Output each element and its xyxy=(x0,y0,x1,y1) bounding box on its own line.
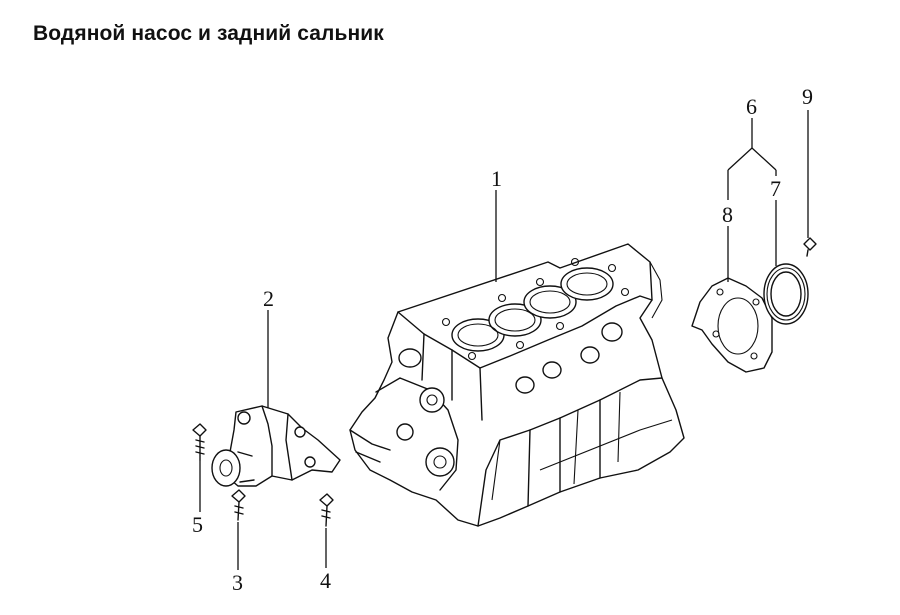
callout-7: 7 xyxy=(770,176,781,201)
callout-4: 4 xyxy=(320,568,331,593)
rear-oil-seal xyxy=(763,263,809,325)
callout-labels: 1 2 3 4 5 6 7 8 9 xyxy=(192,84,813,595)
bolt-4 xyxy=(319,493,334,527)
bolt-5 xyxy=(192,423,207,461)
callout-5: 5 xyxy=(192,512,203,537)
page-title: Водяной насос и задний сальник xyxy=(33,22,384,45)
cylinder-block xyxy=(349,243,685,527)
water-pump xyxy=(211,405,341,487)
callout-8: 8 xyxy=(722,202,733,227)
oil-seal-housing xyxy=(691,277,773,373)
leader-lines xyxy=(199,110,809,570)
bolt-9 xyxy=(803,237,817,257)
callout-1: 1 xyxy=(491,166,502,191)
callout-3: 3 xyxy=(232,570,243,595)
callout-6: 6 xyxy=(746,94,757,119)
callout-9: 9 xyxy=(802,84,813,109)
callout-2: 2 xyxy=(263,286,274,311)
bolt-3 xyxy=(231,489,246,521)
